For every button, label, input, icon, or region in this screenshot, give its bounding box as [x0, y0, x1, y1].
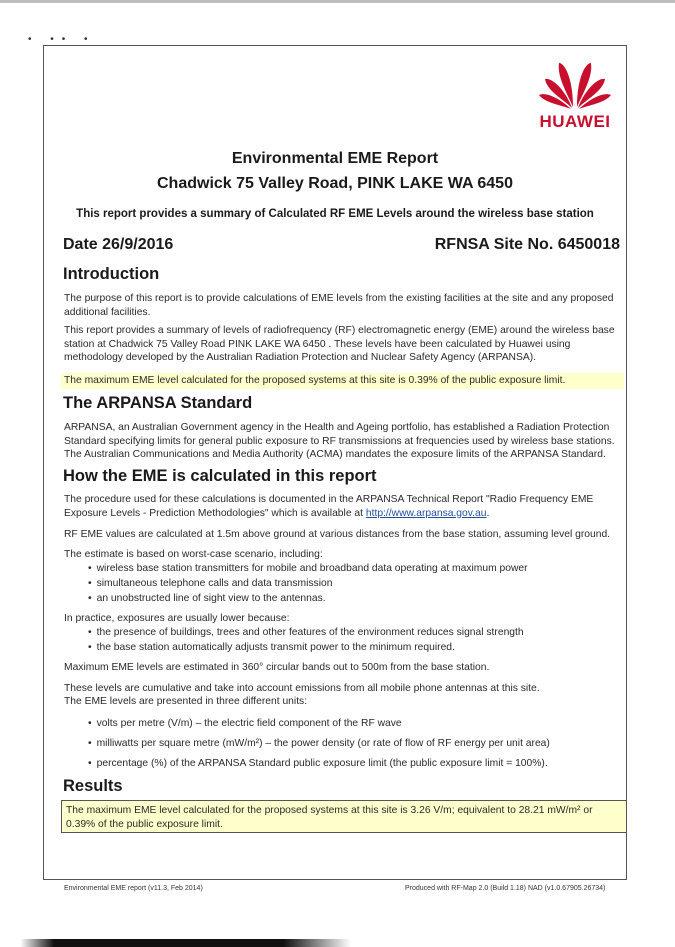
calculation-paragraph-5: Maximum EME levels are estimated in 360°…	[64, 662, 490, 673]
worst-case-intro: The estimate is based on worst-case scen…	[64, 549, 323, 560]
scan-edge-top	[0, 0, 675, 3]
list-item: milliwatts per square metre (mW/m²) – th…	[88, 734, 550, 754]
introduction-heading: Introduction	[63, 265, 160, 283]
intro-highlight: The maximum EME level calculated for the…	[61, 373, 624, 389]
results-box: The maximum EME level calculated for the…	[61, 800, 627, 833]
huawei-petals-icon	[539, 63, 611, 109]
huawei-logo: HUAWEI	[535, 53, 615, 133]
lower-list: the presence of buildings, trees and oth…	[88, 625, 524, 655]
list-item: the presence of buildings, trees and oth…	[88, 625, 524, 640]
calculation-text: The procedure used for these calculation…	[64, 494, 594, 519]
footer-right: Produced with RF-Map 2.0 (Build 1.18) NA…	[405, 885, 606, 892]
calculation-paragraph-6b: The EME levels are presented in three di…	[64, 696, 308, 707]
arpansa-heading: The ARPANSA Standard	[63, 394, 253, 412]
date-site-row: Date 26/9/2016 RFNSA Site No. 6450018	[63, 236, 620, 254]
list-item: wireless base station transmitters for m…	[88, 561, 528, 576]
scan-marks: • •• •	[28, 34, 96, 45]
scan-edge-bottom	[0, 939, 675, 947]
brand-name: HUAWEI	[539, 112, 611, 131]
report-summary: This report provides a summary of Calcul…	[76, 208, 594, 220]
calculation-heading: How the EME is calculated in this report	[63, 467, 377, 485]
list-item: percentage (%) of the ARPANSA Standard p…	[88, 754, 550, 774]
calculation-paragraph-1: The procedure used for these calculation…	[64, 493, 616, 520]
units-list: volts per metre (V/m) – the electric fie…	[88, 714, 550, 774]
intro-paragraph-1: The purpose of this report is to provide…	[64, 293, 614, 318]
intro-paragraph-2: This report provides a summary of levels…	[64, 325, 615, 363]
report-address: Chadwick 75 Valley Road, PINK LAKE WA 64…	[157, 175, 513, 192]
report-title: Environmental EME Report	[231, 150, 439, 167]
calculation-paragraph-2: RF EME values are calculated at 1.5m abo…	[64, 529, 611, 540]
list-item: simultaneous telephone calls and data tr…	[88, 576, 528, 591]
arpansa-paragraph: ARPANSA, an Australian Government agency…	[64, 422, 615, 460]
footer-left: Environmental EME report (v11.3, Feb 201…	[64, 885, 203, 892]
report-date: Date 26/9/2016	[63, 236, 174, 253]
calculation-text-end: .	[486, 507, 490, 519]
list-item: volts per metre (V/m) – the electric fie…	[88, 714, 550, 734]
lower-intro: In practice, exposures are usually lower…	[64, 613, 290, 624]
calculation-paragraph-6a: These levels are cumulative and take int…	[64, 683, 540, 694]
list-item: the base station automatically adjusts t…	[88, 640, 524, 655]
worst-case-list: wireless base station transmitters for m…	[88, 561, 528, 606]
arpansa-link[interactable]: http://www.arpansa.gov.au	[365, 507, 487, 519]
page-frame	[43, 45, 627, 880]
results-heading: Results	[63, 777, 123, 795]
rfnsa-site-number: RFNSA Site No. 6450018	[434, 236, 620, 253]
list-item: an unobstructed line of sight view to th…	[88, 591, 528, 606]
